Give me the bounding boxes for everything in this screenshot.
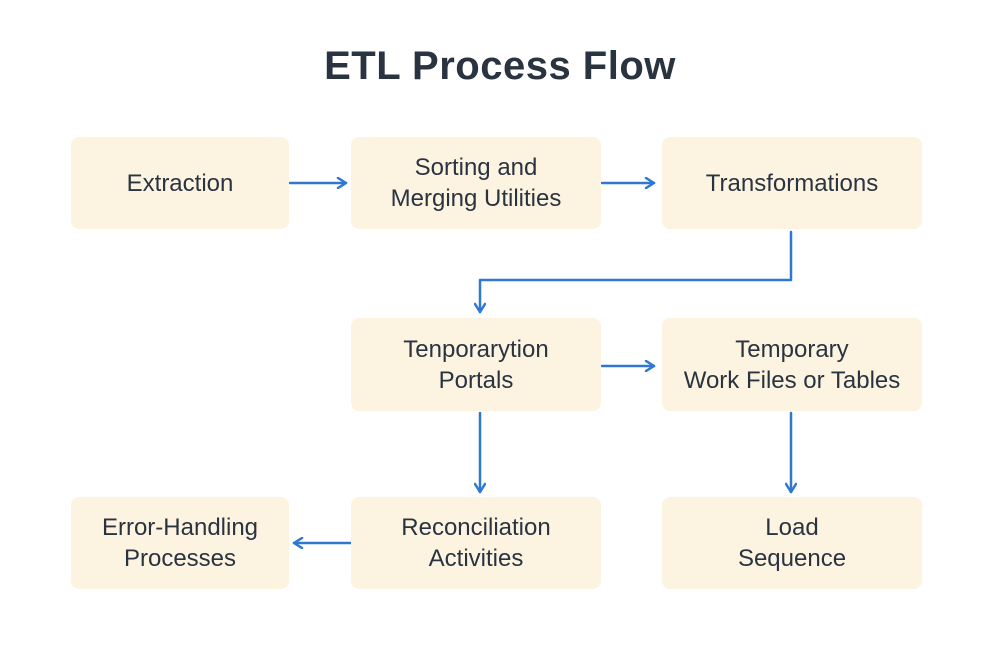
node-temporary-portals: Tenporarytion Portals xyxy=(351,318,601,411)
node-sorting-merging: Sorting and Merging Utilities xyxy=(351,137,601,229)
node-label-line: Activities xyxy=(428,545,524,572)
node-label-line: Extraction xyxy=(126,169,234,197)
node-label-line: Error-Handling xyxy=(101,514,259,541)
node-label-line: Work Files or Tables xyxy=(683,366,901,394)
node-label-line: Sorting and xyxy=(414,154,538,181)
node-label-line: Tenporarytion xyxy=(403,335,549,363)
node-label-line: Merging Utilities xyxy=(390,185,562,212)
node-extraction: Extraction xyxy=(71,137,289,229)
node-load-sequence: Load Sequence xyxy=(662,497,922,589)
node-reconciliation: Reconciliation Activities xyxy=(351,497,601,589)
diagram-title: ETL Process Flow xyxy=(324,44,676,88)
node-label-line: Portals xyxy=(438,366,514,394)
arrow-transformations-to-portals xyxy=(480,230,793,314)
node-label-line: Sequence xyxy=(737,545,847,572)
node-label-line: Reconciliation xyxy=(401,514,551,541)
node-label-line: Temporary xyxy=(735,335,849,363)
node-label-line: Load xyxy=(765,514,819,541)
node-error-handling: Error-Handling Processes xyxy=(71,497,289,589)
node-label-line: Processes xyxy=(123,545,237,572)
node-label-line: Transformations xyxy=(705,169,879,197)
node-transformations: Transformations xyxy=(662,137,922,229)
node-temporary-work-files: Temporary Work Files or Tables xyxy=(662,318,922,411)
